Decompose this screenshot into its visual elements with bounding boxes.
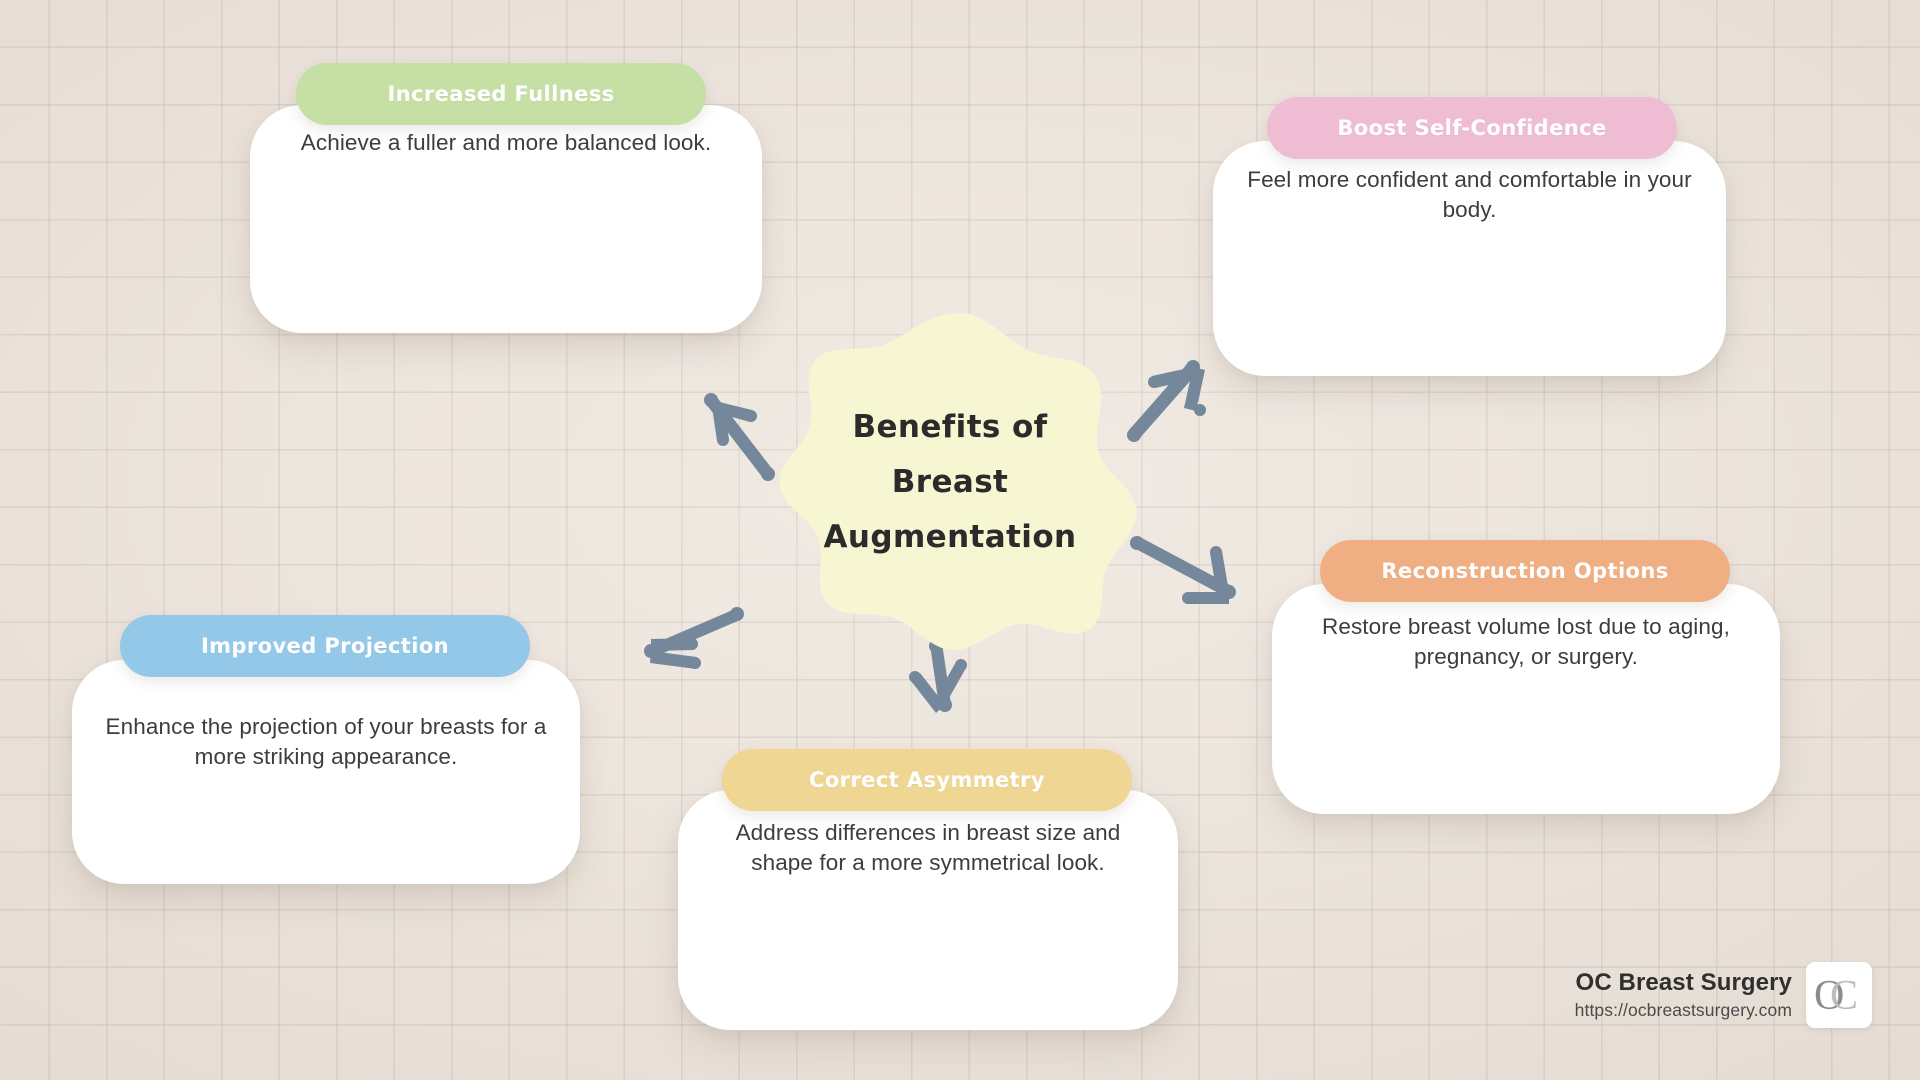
card-correct-asymmetry[interactable]: Address differences in breast size and s… [678,790,1178,1030]
card-increased-fullness[interactable]: Achieve a fuller and more balanced look. [250,105,762,333]
card-title-label-reconstruction-options: Reconstruction Options [1381,559,1669,583]
card-body-reconstruction-options: Restore breast volume lost due to aging,… [1322,614,1730,670]
card-title-label-boost-self-confidence: Boost Self-Confidence [1337,116,1607,140]
card-title-reconstruction-options[interactable]: Reconstruction Options [1320,540,1730,602]
card-body-boost-self-confidence: Feel more confident and comfortable in y… [1247,167,1692,223]
card-title-improved-projection[interactable]: Improved Projection [120,615,530,677]
svg-text:O: O [1814,973,1844,1019]
card-body-correct-asymmetry: Address differences in breast size and s… [735,820,1121,876]
arrow-down-left [644,607,744,669]
card-body-improved-projection: Enhance the projection of your breasts f… [105,714,547,770]
oc-logo-icon: O C [1806,962,1872,1028]
card-body-increased-fullness: Achieve a fuller and more balanced look. [300,130,712,155]
card-title-correct-asymmetry[interactable]: Correct Asymmetry [722,749,1132,811]
center-blob-shape [779,312,1137,650]
footer-brand-name: OC Breast Surgery [1575,969,1792,997]
svg-text:C: C [1830,973,1858,1019]
card-reconstruction-options[interactable]: Restore breast volume lost due to aging,… [1272,584,1780,814]
footer-text-block: OC Breast Surgery https://ocbreastsurger… [1575,969,1792,1021]
card-title-boost-self-confidence[interactable]: Boost Self-Confidence [1267,97,1677,159]
card-title-label-improved-projection: Improved Projection [200,634,450,658]
card-improved-projection[interactable]: Enhance the projection of your breasts f… [72,660,580,884]
card-boost-self-confidence[interactable]: Feel more confident and comfortable in y… [1213,141,1726,376]
card-title-label-increased-fullness: Increased Fullness [387,82,615,106]
center-topic-blob[interactable]: Benefits of Breast Augmentation [750,310,1150,655]
footer-website-url[interactable]: https://ocbreastsurgery.com [1574,999,1792,1020]
card-title-label-correct-asymmetry: Correct Asymmetry [809,768,1045,792]
card-title-increased-fullness[interactable]: Increased Fullness [296,63,706,125]
footer-branding: OC Breast Surgery https://ocbreastsurger… [1575,962,1872,1028]
